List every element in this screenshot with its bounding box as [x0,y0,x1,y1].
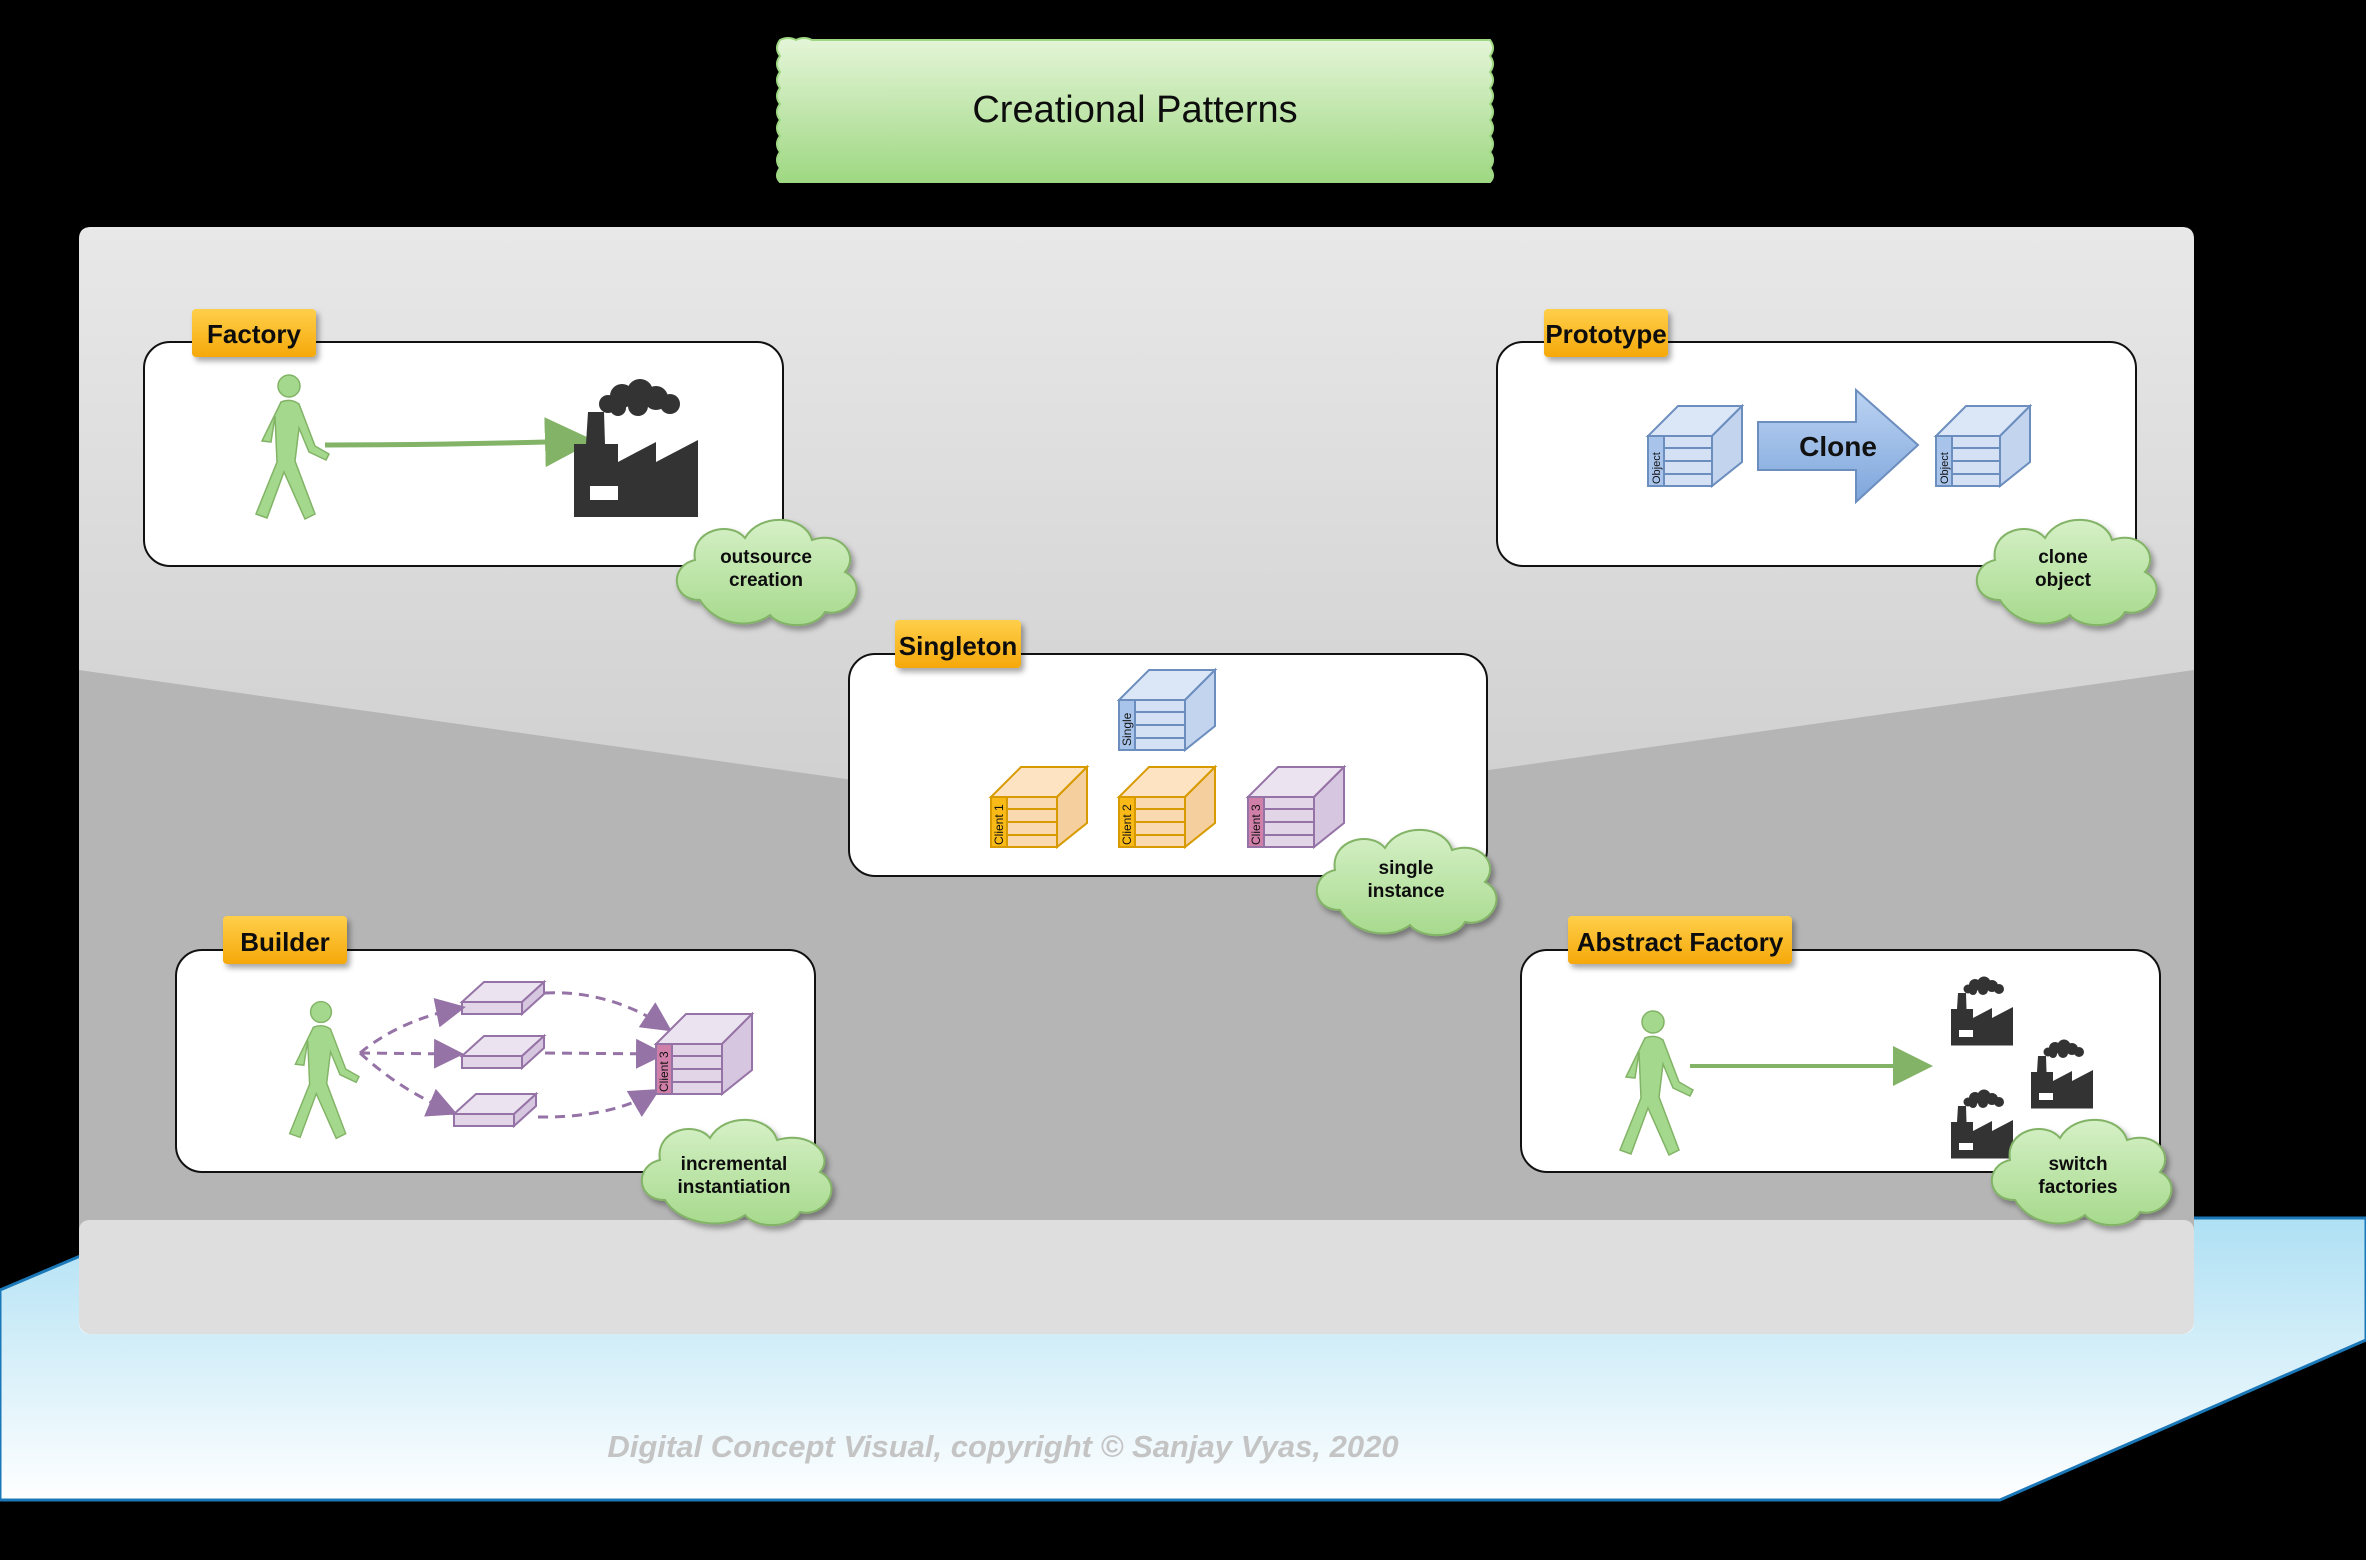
client-2-label: Client 2 [1120,804,1134,845]
builder-tag: Builder [223,916,347,964]
client-2-object: Client 2 [1116,764,1218,850]
abstract-factory-tag: Abstract Factory [1568,916,1792,964]
singleton-tag: Singleton [895,620,1021,668]
object-right: Object [1933,403,2033,489]
clone-arrow: Clone [1757,387,1920,505]
factory-label: Factory [207,319,301,349]
part-1 [459,979,547,1017]
prototype-label: Prototype [1545,319,1666,349]
object-left-label: Object [1651,452,1663,484]
client-1-label: Client 1 [992,804,1006,845]
object-left: Object [1645,403,1745,489]
client-3-object: Client 3 [1245,764,1347,850]
part-3 [451,1091,539,1129]
build-arrows [358,991,672,1119]
create-arrow [324,417,595,468]
title-banner: Creational Patterns [776,37,1494,183]
builder-product-label: Client 3 [657,1051,671,1092]
factory-tag: Factory [192,309,316,357]
copyright-text: Digital Concept Visual, copyright © Sanj… [607,1429,1398,1464]
clone-label: Clone [1799,431,1877,462]
client-3-label: Client 3 [1249,804,1263,845]
builder-product: Client 3 [653,1011,755,1097]
object-right-label: Object [1939,452,1951,484]
single-label: Single [1120,712,1134,746]
builder-label: Builder [240,927,330,957]
client-1-object: Client 1 [988,764,1090,850]
single-object: Single [1116,667,1218,753]
singleton-card: Single Client 1 Client 2 Client [848,620,1498,937]
part-2 [459,1033,547,1071]
singleton-label: Singleton [899,631,1017,661]
page-title: Creational Patterns [972,89,1297,131]
abstract-factory-label: Abstract Factory [1577,927,1784,957]
prototype-tag: Prototype [1544,309,1668,357]
